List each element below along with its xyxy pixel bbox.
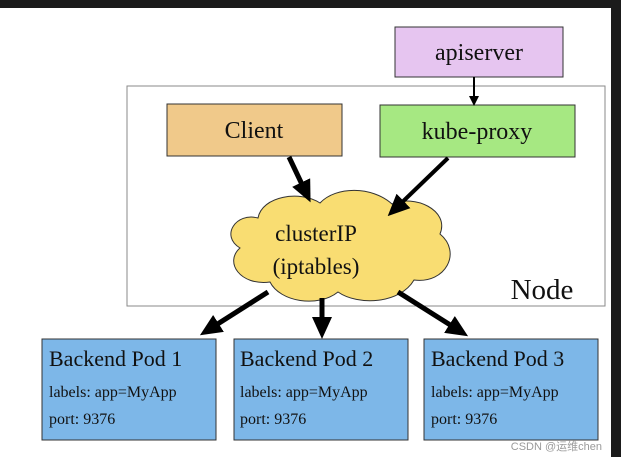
backend-pod-3: Backend Pod 3 labels: app=MyApp port: 93… (423, 338, 599, 441)
pod-port: port: 9376 (431, 411, 497, 428)
backend-pod-2: Backend Pod 2 labels: app=MyApp port: 93… (233, 338, 409, 441)
pod-title: Backend Pod 3 (431, 346, 564, 371)
pod-labels: labels: app=MyApp (431, 384, 559, 401)
csdn-watermark: CSDN @运维chen (511, 440, 602, 453)
node-label: Node (511, 274, 574, 306)
client-label: Client (225, 118, 284, 144)
arrow-cluster-ip-to-pod-1 (199, 289, 270, 336)
right-frame-bar (611, 0, 621, 457)
kube-proxy-box (379, 104, 576, 158)
pod-port: port: 9376 (49, 411, 115, 428)
backend-pod-1: Backend Pod 1 labels: app=MyApp port: 93… (41, 338, 217, 441)
pod-title: Backend Pod 1 (49, 346, 182, 371)
backend-pod-box (41, 338, 217, 441)
arrow-cluster-ip-to-pod-3 (396, 289, 469, 337)
arrow-kube-proxy-to-cluster-ip (387, 156, 450, 217)
client-box (166, 103, 343, 157)
pod-port: port: 9376 (240, 411, 306, 428)
pod-title: Backend Pod 2 (240, 346, 373, 371)
apiserver-box (394, 26, 564, 78)
cluster-ip-label: clusterIP (275, 221, 357, 246)
cluster-ip-cloud (230, 189, 451, 302)
kube-proxy-label: kube-proxy (422, 119, 533, 145)
backend-pod-box (423, 338, 599, 441)
apiserver-label: apiserver (435, 40, 523, 66)
pod-labels: labels: app=MyApp (240, 384, 368, 401)
pod-labels: labels: app=MyApp (49, 384, 177, 401)
backend-pod-box (233, 338, 409, 441)
cluster-ip-sublabel: (iptables) (273, 254, 360, 279)
arrow-client-to-cluster-ip (286, 155, 311, 203)
top-frame-bar (0, 0, 621, 8)
